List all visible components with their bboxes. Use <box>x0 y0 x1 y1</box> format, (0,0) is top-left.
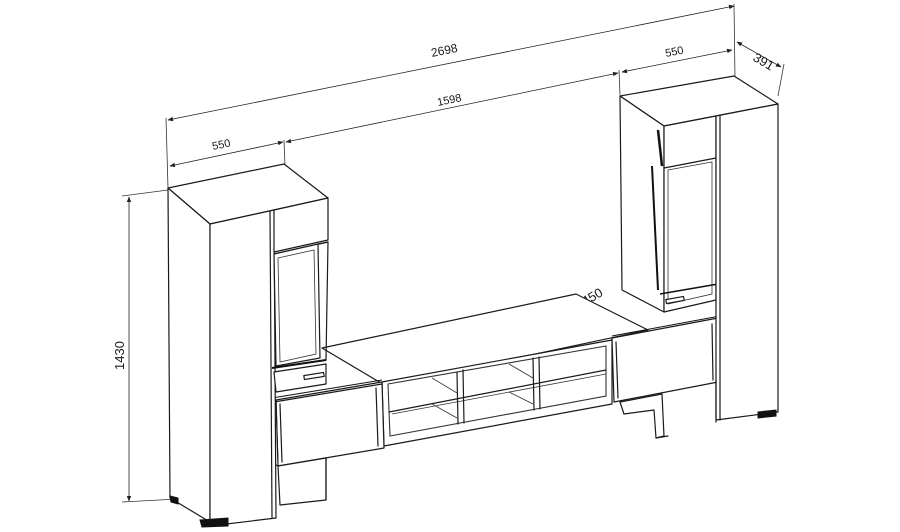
dim-height-label: 1430 <box>112 341 127 370</box>
dim-overall-width-label: 2698 <box>430 41 459 60</box>
dim-left-width-label: 550 <box>211 137 231 153</box>
dim-overall-width-line <box>167 4 735 122</box>
dim-depth-line <box>736 41 782 68</box>
left-cabinet-glass-section <box>273 243 321 367</box>
dim-right-width-label: 550 <box>664 45 684 60</box>
right-tall-cabinet <box>619 75 779 423</box>
dim-right-width-line <box>621 48 733 74</box>
right-cabinet-glass-section <box>663 115 717 313</box>
left-tall-cabinet <box>167 163 329 528</box>
dim-left-width-line <box>169 140 284 168</box>
dim-inner-width-label: 1598 <box>436 92 462 109</box>
tv-stand <box>271 293 721 506</box>
dim-inner-width-line <box>285 71 619 144</box>
dim-depth-label: 391 <box>751 50 777 74</box>
right-cabinet-door <box>715 103 779 421</box>
left-cabinet-door <box>209 209 277 527</box>
